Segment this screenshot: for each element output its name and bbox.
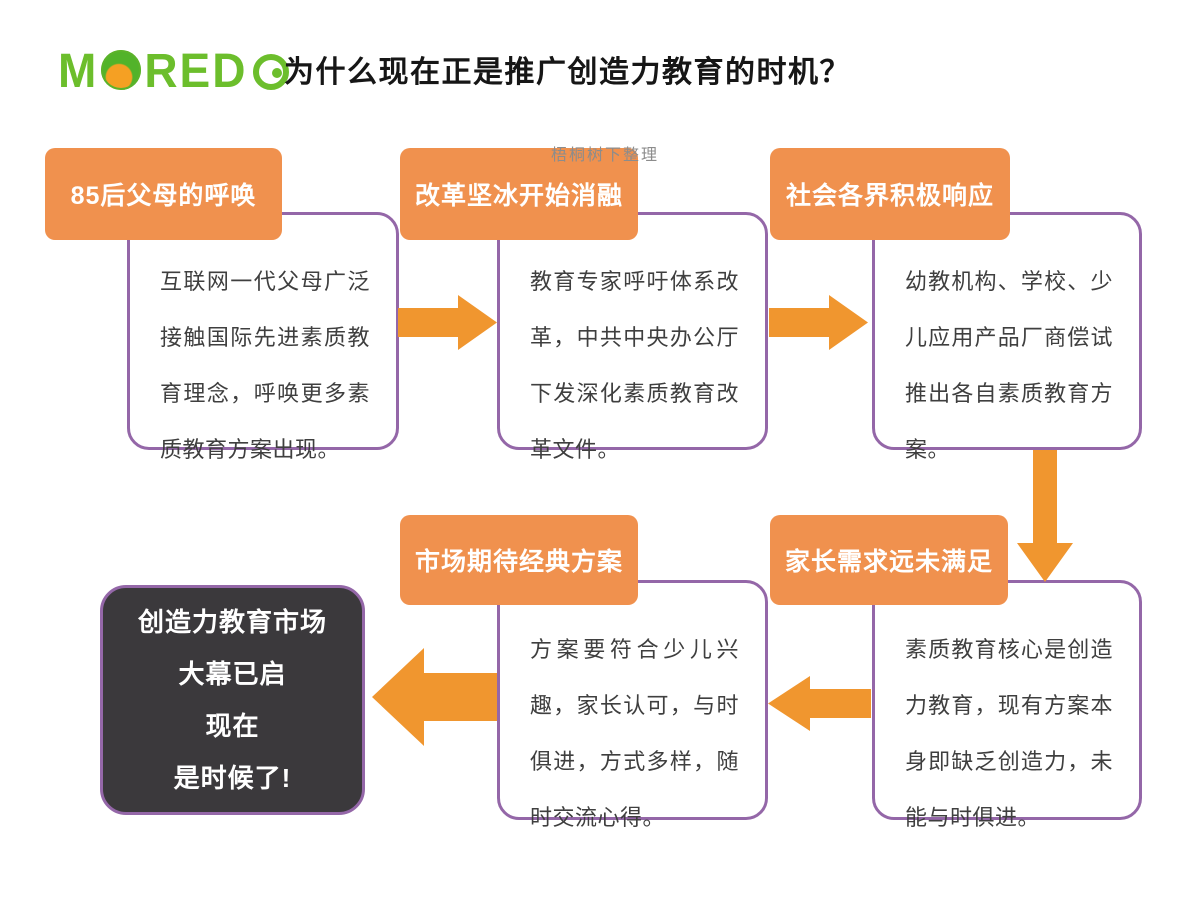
conclusion-line: 现在 — [205, 711, 260, 741]
conclusion-line: 是时候了! — [173, 763, 292, 793]
node-header-reform-thaw: 改革坚冰开始消融 — [400, 148, 638, 240]
node-header-market-expects: 市场期待经典方案 — [400, 515, 638, 605]
logo-letters-red: RED — [144, 42, 248, 98]
globe-o-icon — [101, 50, 142, 90]
node-body-society-response: 幼教机构、学校、少儿应用产品厂商偿试推出各自素质教育方案。 — [872, 212, 1142, 463]
eye-o-icon — [250, 49, 292, 91]
moredo-logo: M RED — [58, 40, 292, 100]
arrow-down-icon — [1017, 450, 1073, 582]
page-title: 为什么现在正是推广创造力教育的时机？ — [284, 56, 851, 89]
node-body-reform-thaw: 教育专家呼吁体系改革，中共中央办公厅下发深化素质教育改革文件。 — [497, 212, 768, 463]
conclusion-line: 大幕已启 — [178, 659, 287, 689]
node-body-demand-unmet: 素质教育核心是创造力教育，现有方案本身即缺乏创造力，未能与时俱进。 — [872, 580, 1142, 831]
node-body-market-expects: 方案要符合少儿兴趣，家长认可，与时俱进，方式多样，随时交流心得。 — [497, 580, 768, 831]
arrow-left-icon — [768, 676, 871, 731]
node-header-society-response: 社会各界积极响应 — [770, 148, 1010, 240]
conclusion-box: 创造力教育市场 大幕已启 现在 是时候了! — [100, 585, 365, 815]
watermark: 梧桐树下整理 — [551, 145, 660, 164]
arrow-left-icon — [372, 648, 497, 746]
arrow-right-icon — [769, 295, 868, 350]
node-body-parents-call: 互联网一代父母广泛接触国际先进素质教育理念，呼唤更多素质教育方案出现。 — [127, 212, 399, 463]
arrow-right-icon — [398, 295, 497, 350]
node-header-demand-unmet: 家长需求远未满足 — [770, 515, 1008, 605]
logo-letter-m: M — [58, 42, 99, 98]
conclusion-line: 创造力教育市场 — [137, 607, 327, 637]
node-header-parents-call: 85后父母的呼唤 — [45, 148, 282, 240]
